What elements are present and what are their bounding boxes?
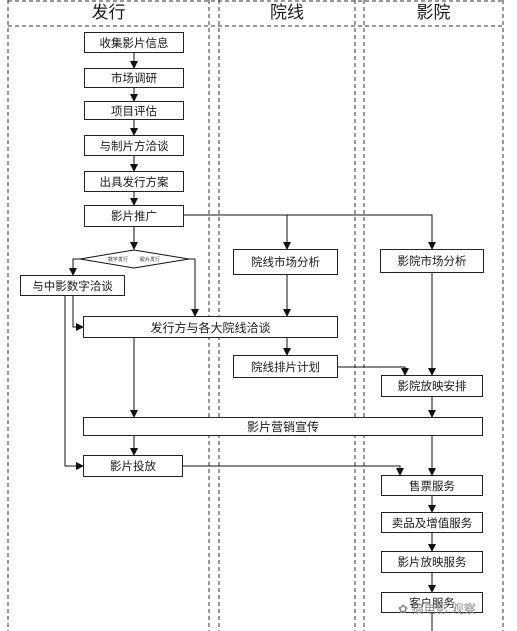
step-ticketing-service: 售票服务 [381,475,483,496]
step-negotiate-major-circuits: 发行方与各大院线洽谈 [83,316,338,338]
lane-title-cinema: 影院 [416,3,451,23]
arrow-decision-to-negotiate-circuits [189,258,199,317]
swimlane-borders [7,0,504,631]
step-circuit-scheduling-plan: 院线排片计划 [233,355,338,378]
step-project-evaluation: 项目评估 [84,101,184,120]
arrow-release-to-ticketing [183,465,404,476]
arrow-digital-to-release [64,296,84,470]
step-film-release: 影片投放 [83,455,183,477]
step-collect-film-info: 收集影片信息 [84,32,184,53]
step-cinema-market-analysis: 影院市场分析 [380,249,484,273]
arrow-decision-to-digital [69,258,80,276]
watermark-text: 搞电影 观察 [411,602,476,616]
arrow-scheduling-to-arrangement [338,366,409,376]
lane-title-distribution: 发行 [91,3,126,23]
step-cinema-screening-arrangement: 影院放映安排 [381,375,483,397]
step-circuit-market-analysis: 院线市场分析 [233,249,338,275]
connectors [64,53,436,631]
arrow-promotion-to-circuit [184,214,291,250]
decision-label-digital: 数字发行 [107,257,128,263]
step-film-marketing: 影片营销宣传 [83,417,483,436]
step-customer-service: 客户服务 [381,592,483,613]
decision-label-film: 胶片发行 [139,257,160,263]
arrow-promotion-to-cinema [287,214,436,250]
step-film-promotion: 影片推广 [84,205,184,227]
step-negotiate-zhongying-digital: 与中影数字洽谈 [20,275,125,296]
watermark: ✿ 搞电影 观察 [398,600,476,617]
step-market-research: 市场调研 [84,68,184,88]
lane-title-circuit: 院线 [270,3,304,23]
step-negotiate-producer: 与制片方洽谈 [84,135,184,156]
step-issue-distribution-plan: 出具发行方案 [84,171,184,192]
decision-diamond [79,249,190,269]
step-screening-service: 影片放映服务 [381,551,483,573]
step-concessions-service: 卖品及增值服务 [381,512,483,533]
arrow-digital-to-circuits [72,296,84,331]
wechat-icon: ✿ [398,602,409,616]
